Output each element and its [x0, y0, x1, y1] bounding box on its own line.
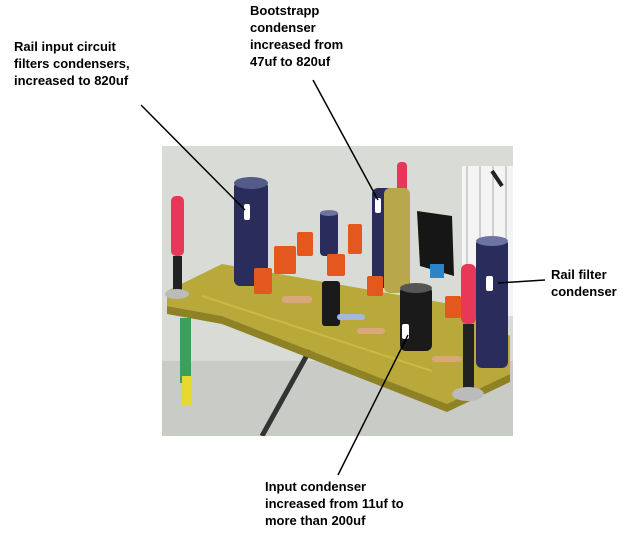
capacitor-bootstrap: [372, 188, 410, 293]
cable: [259, 344, 315, 436]
annotation-input-condenser: Input condenser increased from 11uf to m…: [265, 479, 404, 528]
amplifier-board-photo: [162, 146, 513, 436]
standoff-right: [452, 264, 484, 401]
annotation-rail-input-condensers: Rail input circuit filters condensers, i…: [14, 39, 130, 88]
capacitor-small-blue: [320, 210, 338, 256]
annotation-rail-filter-condenser: Rail filter condenser: [551, 267, 617, 299]
capacitor-rail-filter: [476, 236, 508, 368]
pcb-edge: [167, 306, 510, 412]
transistor-heatsink-tab: [417, 211, 454, 278]
capacitor-input: [400, 283, 432, 351]
film-capacitors: [254, 224, 461, 318]
annotation-bootstrap-condenser: Bootstrapp condenser increased from 47uf…: [250, 3, 344, 69]
capacitor-black-small: [322, 281, 340, 326]
standoff-left: [165, 196, 191, 406]
resistors: [282, 296, 462, 362]
